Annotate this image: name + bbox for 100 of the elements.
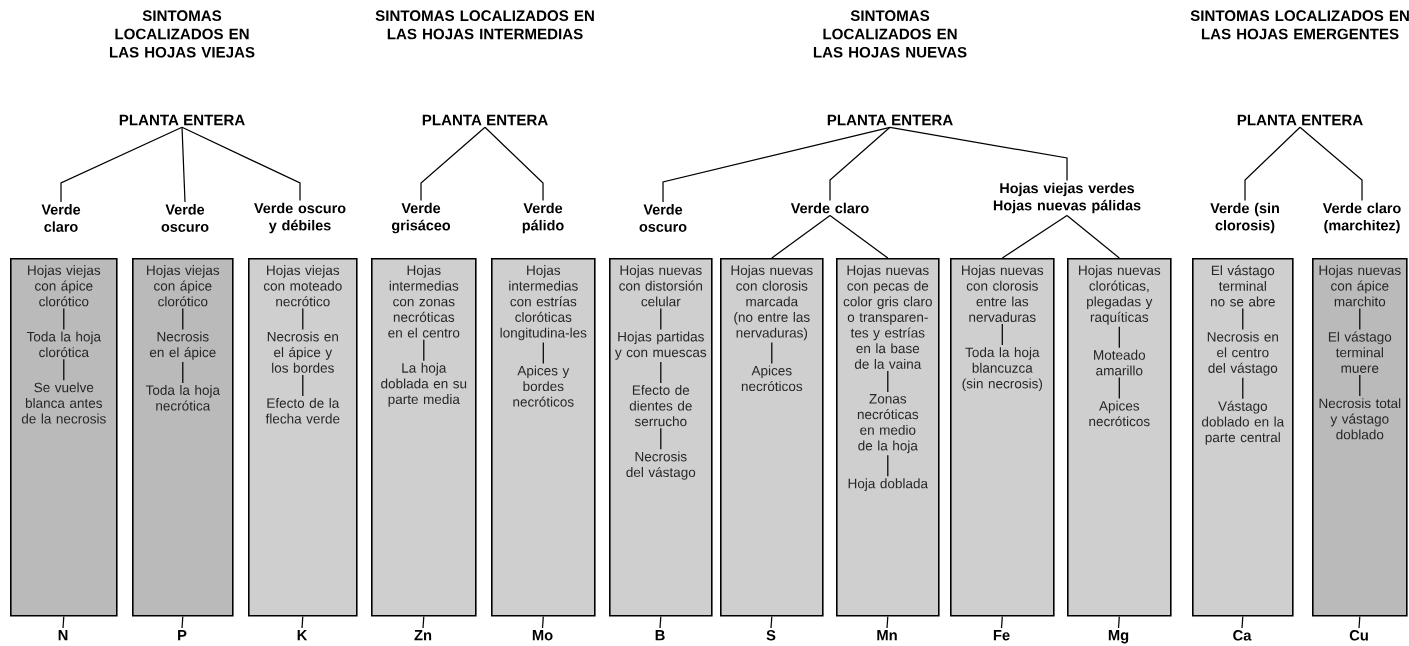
connector-line xyxy=(1242,308,1244,331)
symptom-column xyxy=(720,258,824,617)
element-symbol: Mn xyxy=(877,630,897,641)
connector-line xyxy=(302,374,304,397)
connector-line xyxy=(422,615,425,629)
symptom-column xyxy=(132,258,234,617)
connector-line xyxy=(301,615,304,629)
connector-line xyxy=(887,454,889,477)
connector-line xyxy=(542,341,544,364)
connector-line xyxy=(771,341,773,364)
connector-line xyxy=(770,615,773,629)
symptom-text: Toda la hoja clorótica xyxy=(26,331,101,358)
element-symbol: Fe xyxy=(993,630,1010,641)
symptom-column xyxy=(248,258,358,617)
element-symbol: K xyxy=(297,630,308,641)
connector-line xyxy=(660,307,662,331)
symptom-text: Hojas viejas con ápice clorótico xyxy=(147,265,220,307)
symptom-column xyxy=(1067,258,1172,617)
section-heading: SINTOMAS LOCALIZADOS EN LAS HOJAS VIEJAS xyxy=(109,10,255,58)
connector-line xyxy=(181,126,301,202)
symptom-text: Apices necróticos xyxy=(741,365,803,392)
connector-line xyxy=(60,126,183,203)
tree-root-text: PLANTA ENTERA xyxy=(827,114,953,126)
symptom-text: Necrosis total y vástago doblado xyxy=(1319,398,1401,440)
symptom-text: Apices y bordes necróticos xyxy=(513,365,574,407)
category-text: Verde oscuro xyxy=(639,204,687,232)
symptom-column xyxy=(950,258,1055,617)
symptom-column xyxy=(1312,258,1408,617)
element-symbol: Ca xyxy=(1233,630,1252,641)
element-symbol: S xyxy=(766,630,776,641)
category-text: Verde claro (marchitez) xyxy=(1322,202,1401,234)
symptom-text: Hojas partidas y con muescas xyxy=(614,331,707,360)
connector-line xyxy=(887,370,889,393)
connector-line xyxy=(420,126,486,202)
symptom-text: Hojas nuevas con ápice marchito xyxy=(1319,265,1401,307)
connector-line xyxy=(1066,214,1120,259)
connector-line xyxy=(182,307,184,331)
tree-root-text: PLANTA ENTERA xyxy=(422,114,548,126)
connector-line xyxy=(662,126,891,203)
category-text: Verde claro xyxy=(41,204,81,232)
connector-line xyxy=(484,126,544,202)
connector-line xyxy=(1001,323,1003,346)
symptom-text: El vástago terminal no se abre xyxy=(1211,265,1275,307)
connector-line xyxy=(62,615,65,629)
connector-line xyxy=(829,126,891,202)
symptom-text: Necrosis en el centro del vástago xyxy=(1207,331,1278,376)
symptom-text: El vástago terminal muere xyxy=(1328,331,1392,373)
symptom-text: Efecto de dientes de serrucho xyxy=(629,385,692,427)
connector-line xyxy=(1001,214,1068,259)
section-heading: SINTOMAS LOCALIZADOS EN LAS HOJAS EMERGENTES xyxy=(1190,10,1409,40)
symptom-text: Hojas intermedias con zonas necróticas en el centro xyxy=(388,265,460,338)
symptom-text: Moteado amarillo xyxy=(1094,349,1146,376)
connector-line xyxy=(302,307,304,331)
symptom-column xyxy=(10,258,118,617)
connector-line xyxy=(1117,615,1120,629)
symptom-text: Zonas necróticas en medio de la hoja xyxy=(857,394,919,454)
category-text: Verde claro xyxy=(790,202,869,214)
category-text: Verde grisáceo xyxy=(391,202,451,234)
tree-root-text: PLANTA ENTERA xyxy=(1237,114,1363,126)
connector-line xyxy=(829,214,889,259)
connector-line xyxy=(660,361,662,384)
connector-line xyxy=(660,427,662,450)
connector-line xyxy=(1299,126,1363,202)
section-heading: SINTOMAS LOCALIZADOS EN LAS HOJAS NUEVAS xyxy=(813,10,967,58)
symptom-text: La hoja doblada en su parte media xyxy=(381,362,467,407)
symptom-text: Toda la hoja necrótica xyxy=(145,385,220,411)
category-text: Verde oscuro y débiles xyxy=(254,202,346,234)
connector-line xyxy=(659,615,662,629)
connector-line xyxy=(181,126,186,203)
element-symbol: Mg xyxy=(1108,630,1129,644)
symptom-text: Apices necróticos xyxy=(1089,400,1150,427)
section-heading: SINTOMAS LOCALIZADOS EN LAS HOJAS INTERMEDIAS xyxy=(375,10,594,40)
connector-line xyxy=(889,126,1068,182)
connector-line xyxy=(423,339,425,362)
symptom-text: Hojas nuevas cloróticas, plegadas y raquíticas xyxy=(1079,265,1161,325)
symptom-text: Necrosis en el ápice xyxy=(149,331,216,360)
symptom-column xyxy=(836,258,940,617)
connector-line xyxy=(1358,615,1361,629)
element-symbol: P xyxy=(178,630,187,641)
connector-line xyxy=(1241,615,1244,629)
element-symbol: B xyxy=(655,630,665,641)
symptom-text: Necrosis en el ápice y los bordes xyxy=(267,331,338,373)
element-symbol: N xyxy=(58,630,68,641)
element-symbol: Cu xyxy=(1349,630,1368,641)
symptom-text: Hojas nuevas con distorsión celular xyxy=(619,265,702,307)
category-text: Verde oscuro xyxy=(161,204,209,232)
element-symbol: Mo xyxy=(532,630,553,641)
symptom-text: Se vuelve blanca antes de la necrosis xyxy=(21,382,106,424)
connector-line xyxy=(63,307,65,331)
symptom-text: Hojas nuevas con clorosis entre las nervaduras xyxy=(962,265,1044,322)
symptom-text: Efecto de la flecha verde xyxy=(265,398,340,424)
connector-line xyxy=(1359,307,1361,331)
connector-line xyxy=(1118,376,1120,400)
connector-line xyxy=(1242,377,1244,400)
symptom-text: Hoja doblada xyxy=(848,478,928,491)
symptom-column xyxy=(1192,258,1294,617)
connector-line xyxy=(181,615,184,629)
category-text: Verde (sin clorosis) xyxy=(1210,202,1279,234)
symptom-text: Hojas viejas con ápice clorótico xyxy=(28,265,101,307)
symptom-text: Necrosis del vástago xyxy=(626,451,696,480)
